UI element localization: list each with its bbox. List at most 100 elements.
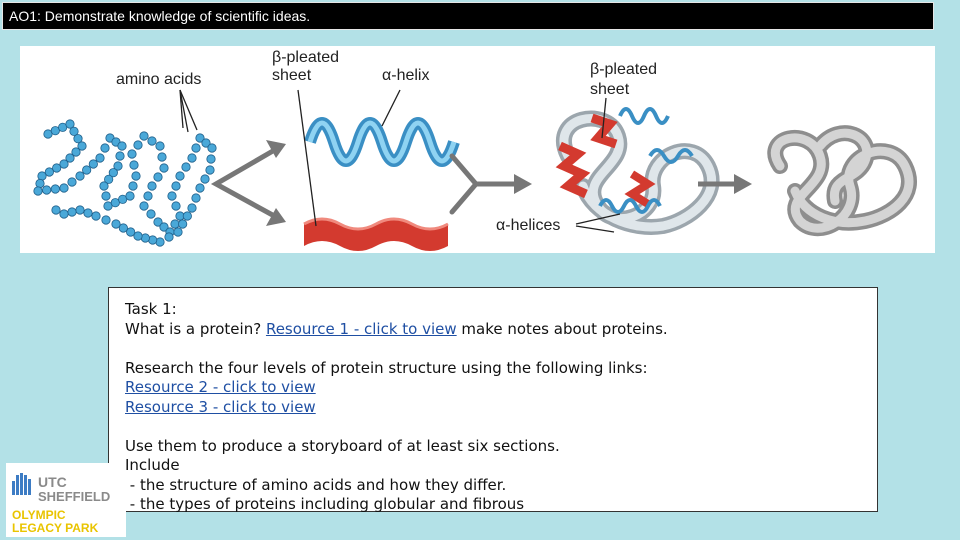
amino-acid-bead bbox=[159, 222, 169, 232]
amino-acid-bead bbox=[82, 165, 92, 175]
amino-acid-bead bbox=[118, 223, 128, 233]
amino-acid-bead bbox=[65, 119, 75, 129]
amino-acid-bead bbox=[191, 193, 201, 203]
amino-acid-bead bbox=[75, 171, 85, 181]
amino-acid-bead bbox=[67, 207, 77, 217]
amino-acid-bead bbox=[171, 201, 181, 211]
amino-acid-bead bbox=[195, 183, 205, 193]
protein-structure-diagram: amino acids β-pleated sheet α-helix bbox=[20, 46, 935, 253]
include-bullet-2: - the types of proteins including globul… bbox=[125, 495, 525, 513]
amino-acid-bead bbox=[83, 208, 93, 218]
amino-acid-chain bbox=[33, 119, 217, 247]
alpha-helix-ribbon bbox=[304, 117, 460, 167]
amino-acid-bead bbox=[51, 205, 61, 215]
amino-acid-bead bbox=[139, 131, 149, 141]
svg-text:SHEFFIELD: SHEFFIELD bbox=[38, 489, 110, 504]
amino-acid-bead bbox=[206, 154, 216, 164]
beta-sheet-label-1-line1: β-pleated bbox=[272, 49, 339, 66]
utc-sheffield-logo: UTC SHEFFIELD OLYMPIC LEGACY PARK bbox=[6, 463, 126, 537]
task-question: What is a protein? Resource 1 - click to… bbox=[125, 320, 861, 340]
amino-acid-bead bbox=[205, 165, 215, 175]
beta-sheet-ribbon bbox=[303, 217, 449, 251]
amino-acid-bead bbox=[133, 231, 143, 241]
amino-acid-bead bbox=[65, 153, 75, 163]
amino-acid-bead bbox=[59, 159, 69, 169]
amino-acid-bead bbox=[113, 161, 123, 171]
amino-acid-bead bbox=[69, 126, 79, 136]
merge-arrow bbox=[449, 153, 532, 215]
amino-acid-bead bbox=[128, 181, 138, 191]
question-text: What is a protein? bbox=[125, 319, 266, 338]
amino-acid-bead bbox=[125, 191, 135, 201]
amino-acid-bead bbox=[129, 160, 139, 170]
amino-acid-bead bbox=[164, 232, 174, 242]
amino-acid-bead bbox=[173, 227, 183, 237]
amino-acid-bead bbox=[207, 143, 217, 153]
amino-acid-bead bbox=[201, 138, 211, 148]
amino-acid-bead bbox=[52, 163, 62, 173]
amino-acid-bead bbox=[115, 151, 125, 161]
task-heading: Task 1: bbox=[125, 300, 177, 318]
right-arrow bbox=[698, 174, 752, 194]
amino-acid-bead bbox=[77, 141, 87, 151]
include-bullet-1: - the structure of amino acids and how t… bbox=[125, 475, 507, 494]
amino-acid-bead bbox=[44, 167, 54, 177]
amino-acid-bead bbox=[101, 215, 111, 225]
amino-acid-bead bbox=[91, 211, 101, 221]
amino-acid-bead bbox=[59, 209, 69, 219]
amino-acid-bead bbox=[111, 219, 121, 229]
amino-acid-bead bbox=[95, 153, 105, 163]
amino-acid-bead bbox=[71, 147, 81, 157]
resource-3-link[interactable]: Resource 3 - click to view bbox=[125, 397, 316, 416]
slide-title: AO1: Demonstrate knowledge of scientific… bbox=[2, 2, 934, 30]
amino-acids-label: amino acids bbox=[116, 71, 201, 88]
amino-acid-bead bbox=[147, 181, 157, 191]
amino-acid-bead bbox=[100, 143, 110, 153]
research-instruction: Research the four levels of protein stru… bbox=[125, 358, 648, 377]
amino-acid-bead bbox=[59, 183, 69, 193]
amino-acid-bead bbox=[101, 191, 111, 201]
amino-acid-bead bbox=[67, 177, 77, 187]
amino-acid-bead bbox=[35, 178, 45, 189]
amino-acid-bead bbox=[159, 163, 169, 173]
alpha-helices-label: α-helices bbox=[496, 217, 560, 234]
amino-acid-bead bbox=[153, 172, 163, 182]
amino-acid-bead bbox=[155, 141, 165, 151]
amino-acid-bead bbox=[50, 184, 60, 194]
amino-acid-bead bbox=[195, 133, 205, 143]
question-suffix: make notes about proteins. bbox=[456, 319, 668, 338]
amino-acid-bead bbox=[73, 134, 83, 144]
amino-acid-bead bbox=[167, 191, 177, 201]
amino-acid-bead bbox=[33, 186, 43, 196]
include-label: Include bbox=[125, 456, 180, 474]
amino-acid-bead bbox=[157, 152, 167, 162]
amino-acid-bead bbox=[178, 219, 188, 229]
amino-acid-bead bbox=[182, 211, 192, 221]
resource-2-link[interactable]: Resource 2 - click to view bbox=[125, 378, 316, 396]
globular-protein bbox=[767, 125, 917, 237]
amino-acid-bead bbox=[139, 201, 149, 211]
amino-acid-bead bbox=[133, 140, 143, 150]
amino-acid-bead bbox=[146, 209, 156, 219]
amino-acid-bead bbox=[187, 153, 197, 163]
tertiary-structure bbox=[555, 107, 720, 235]
protein-structure-illustration: amino acids β-pleated sheet α-helix bbox=[33, 49, 917, 251]
amino-acid-bead bbox=[42, 185, 52, 195]
alpha-helix-label: α-helix bbox=[382, 67, 429, 84]
beta-sheet-label-2-line1: β-pleated bbox=[590, 61, 657, 78]
amino-acid-bead bbox=[187, 203, 197, 213]
task-instructions-box: Task 1: What is a protein? Resource 1 - … bbox=[108, 287, 878, 513]
hand-icon bbox=[12, 473, 31, 495]
amino-acid-bead bbox=[131, 171, 141, 181]
amino-acid-bead bbox=[147, 136, 157, 146]
beta-sheet-label-2-line2: sheet bbox=[590, 81, 630, 98]
amino-acid-bead bbox=[37, 171, 47, 181]
resource-1-link[interactable]: Resource 1 - click to view bbox=[265, 319, 457, 338]
amino-acid-bead bbox=[126, 227, 136, 237]
amino-acid-bead bbox=[75, 205, 85, 215]
branch-arrow-1 bbox=[210, 140, 286, 226]
amino-acid-bead bbox=[175, 171, 185, 181]
amino-acid-bead bbox=[117, 141, 127, 151]
beta-sheet-label-1-line2: sheet bbox=[272, 67, 312, 84]
svg-text:OLYMPIC: OLYMPIC bbox=[12, 508, 66, 522]
